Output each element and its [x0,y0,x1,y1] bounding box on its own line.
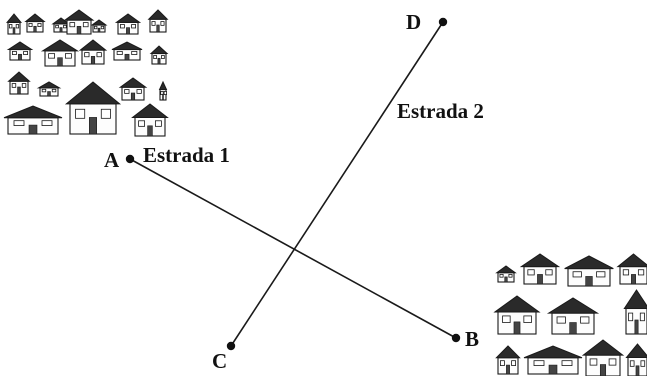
point-c-label: C [212,349,227,373]
house-icon [90,19,108,33]
house-icon [5,13,23,35]
house-icon [147,9,169,33]
house-icon [625,343,647,377]
house-icon [493,295,541,335]
house-icon [40,39,80,67]
point-b-label: B [465,327,479,351]
house-icon [158,80,168,101]
house-icon [581,339,625,377]
house-icon [63,9,95,35]
house-icon [111,41,143,61]
house-icon [149,45,169,65]
house-icon [616,253,647,285]
house-icon [114,13,142,35]
point-d-label: D [406,10,421,34]
house-icon [623,289,647,335]
house-icon [24,13,46,33]
road-2-label: Estrada 2 [397,99,484,123]
point-b-dot [451,333,461,343]
house-icon [118,77,148,101]
point-c-dot [226,341,236,351]
house-icon [7,71,31,95]
point-a-dot [125,154,135,164]
house-icon [78,39,108,65]
house-icon [519,253,561,285]
house-icon [6,41,34,61]
house-icon [51,17,71,33]
house-icon [36,81,62,97]
house-icon [564,255,614,287]
house-icon [3,105,63,135]
house-icon [131,103,169,137]
house-icon [546,297,600,335]
road-2-line [230,21,444,347]
house-icon [495,265,517,283]
road-1-line [129,158,457,339]
house-icon [495,345,521,375]
houses-bottom-right-icon [493,253,647,377]
point-a-label: A [104,148,120,172]
point-d-dot [438,17,448,27]
house-icon [523,345,583,375]
house-icon [64,81,122,135]
houses-top-left-icon [3,9,169,137]
road-1-label: Estrada 1 [143,143,230,167]
